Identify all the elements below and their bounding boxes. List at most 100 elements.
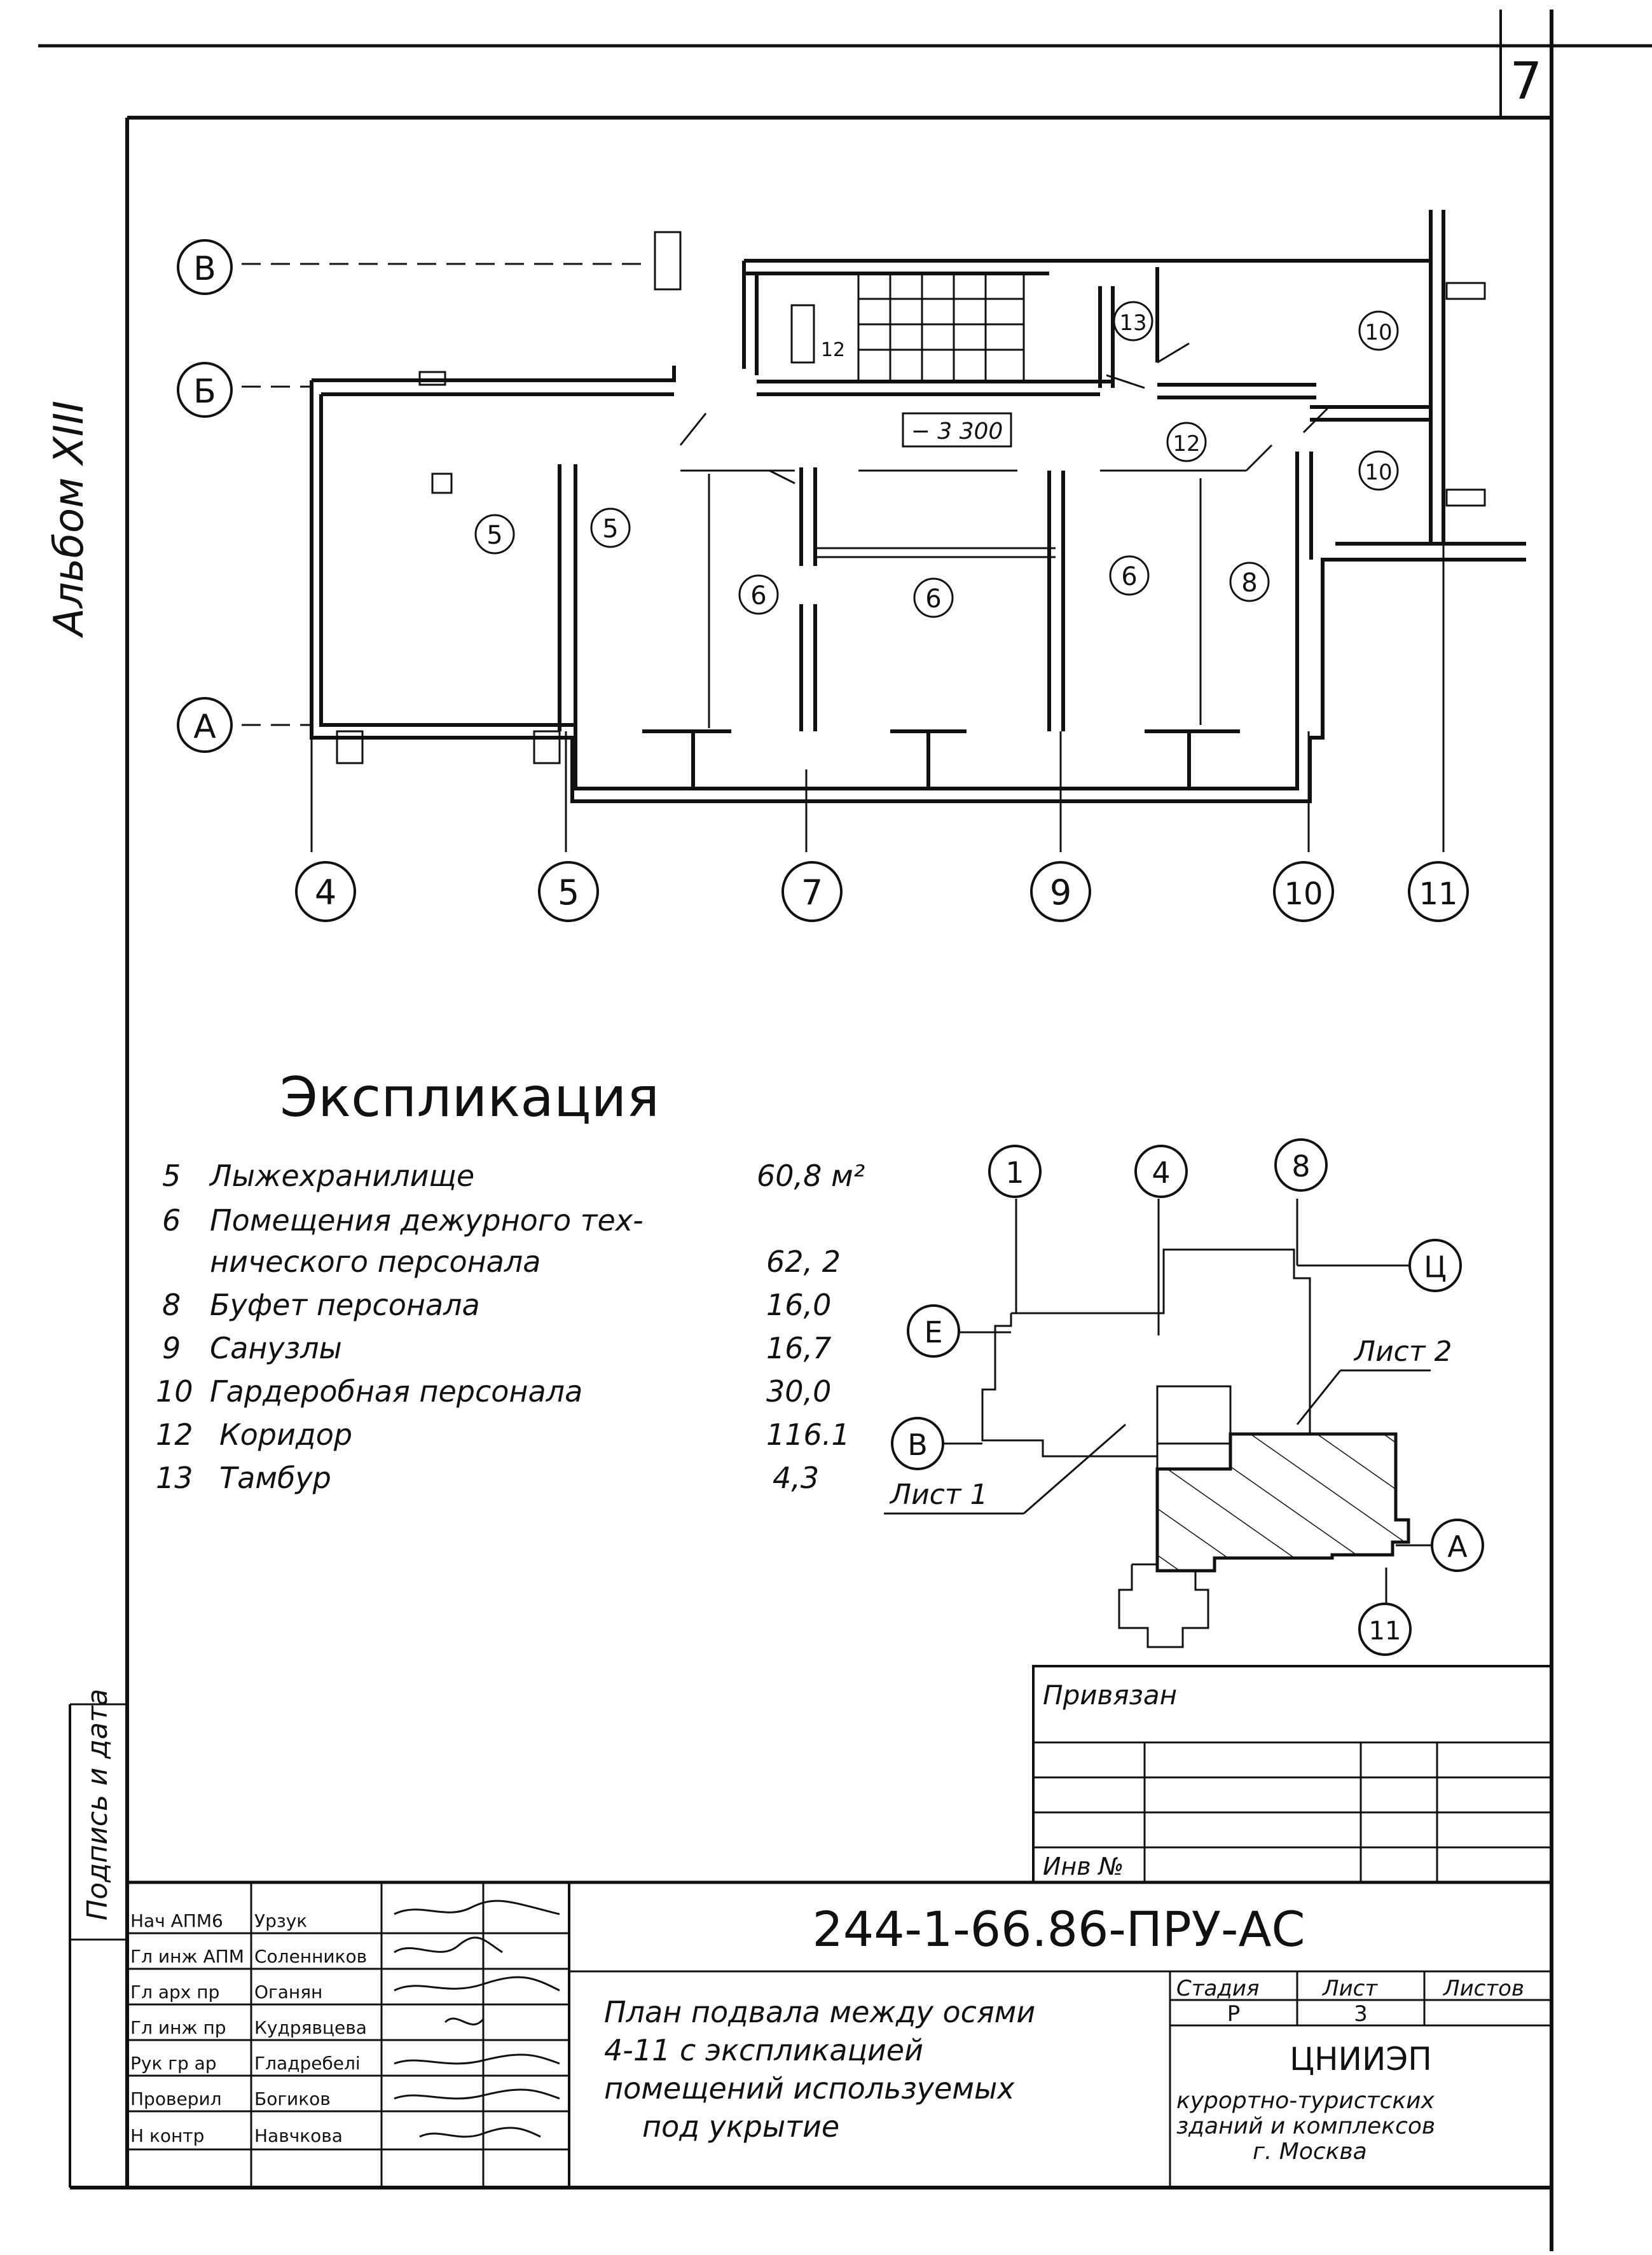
room-tag: 10 <box>1365 460 1392 485</box>
room-tag: 13 <box>1119 310 1146 336</box>
key-plan: 1 4 8 Ц Е В А 11 Лист 2 Лист 1 <box>884 1138 1484 1656</box>
svg-text:Н контр: Н контр <box>130 2125 204 2146</box>
svg-text:60,8 м²: 60,8 м² <box>757 1159 865 1193</box>
stair <box>790 272 1025 383</box>
svg-text:Гл инж АПМ: Гл инж АПМ <box>130 1946 244 1967</box>
svg-text:Урзук: Урзук <box>254 1910 307 1931</box>
explication-row: нического персонала 62, 2 <box>210 1245 841 1279</box>
axis-label-v: В <box>193 250 216 288</box>
svg-text:Тамбур: Тамбур <box>219 1461 331 1495</box>
svg-text:Нач АПМ6: Нач АПМ6 <box>130 1910 223 1931</box>
key-axis-label: А <box>1447 1529 1468 1564</box>
svg-text:5: 5 <box>162 1159 181 1193</box>
svg-text:Гардеробная персонала: Гардеробная персонала <box>210 1374 582 1409</box>
explication-row: 12 Коридор 116.1 <box>156 1417 850 1452</box>
axis-label-a: А <box>193 708 216 746</box>
svg-text:9: 9 <box>162 1331 181 1365</box>
sheet-header: Лист <box>1321 1976 1378 2001</box>
staff-row: Н контр Навчкова <box>130 2125 343 2146</box>
org-line: курортно-туристских <box>1176 2088 1435 2114</box>
svg-text:Рук гр ар: Рук гр ар <box>130 2053 217 2074</box>
room-tag: 5 <box>486 521 502 550</box>
svg-text:8: 8 <box>162 1288 181 1322</box>
explication-row: 13 Тамбур 4,3 <box>156 1461 819 1495</box>
axis-label-5: 5 <box>558 872 579 913</box>
signature-strip-label: Подпись и дата <box>81 1689 114 1921</box>
staff-row: Гл инж АПМ Соленников <box>130 1946 367 1967</box>
room-tag: 12 <box>821 339 845 361</box>
room-tag: 5 <box>602 514 618 544</box>
drawing-title-line: План подвала между осями <box>604 1995 1035 2029</box>
staff-row: Гл инж пр Кудрявцева <box>130 2017 367 2038</box>
floor-plan <box>242 210 1526 852</box>
svg-text:Лыжехранилище: Лыжехранилище <box>209 1159 474 1193</box>
key-axis-label: 11 <box>1369 1617 1401 1646</box>
key-axis-label: 1 <box>1005 1155 1024 1190</box>
title-block: Нач АПМ6 Урзук Гл инж АПМ Соленников Гл … <box>127 1880 1552 2188</box>
axis-label-b: Б <box>193 373 216 411</box>
org-line: г. Москва <box>1253 2139 1367 2165</box>
album-label: Альбом XIII <box>46 401 93 638</box>
sheets-header: Листов <box>1442 1976 1524 2001</box>
elevation-mark: − 3 300 <box>911 418 1003 445</box>
svg-text:116.1: 116.1 <box>766 1417 850 1452</box>
key-sheet-label-2: Лист 2 <box>1353 1335 1452 1368</box>
explication-row: 8 Буфет персонала 16,0 <box>162 1288 831 1322</box>
staff-row: Нач АПМ6 Урзук <box>130 1910 307 1931</box>
signature-scribbles <box>394 1900 560 2138</box>
svg-text:6: 6 <box>162 1203 181 1238</box>
binding-title: Привязан <box>1043 1679 1177 1711</box>
stage-header: Стадия <box>1176 1976 1259 2001</box>
drawing-title-line: помещений используемых <box>604 2071 1015 2106</box>
svg-text:Помещения дежурного тех-: Помещения дежурного тех- <box>210 1203 644 1238</box>
svg-text:Гл инж пр: Гл инж пр <box>130 2017 226 2038</box>
staff-row: Гл арх пр Оганян <box>130 1982 322 2003</box>
inventory-label: Инв № <box>1043 1852 1124 1880</box>
binding-block: Привязан Инв № <box>1032 1665 1553 1884</box>
svg-text:Оганян: Оганян <box>254 1982 322 2003</box>
room-tag: 6 <box>1121 562 1137 591</box>
drawing-title-line: под укрытие <box>642 2109 839 2144</box>
explication: Экспликация 5 Лыжехранилище 60,8 м² 6 По… <box>156 1066 865 1495</box>
axis-label-10: 10 <box>1284 876 1323 912</box>
key-axis-label: Ц <box>1424 1250 1447 1284</box>
svg-text:Гл арх пр: Гл арх пр <box>130 1982 219 2003</box>
svg-text:Буфет персонала: Буфет персонала <box>210 1288 480 1322</box>
svg-text:Соленников: Соленников <box>254 1946 367 1967</box>
svg-text:30,0: 30,0 <box>766 1374 831 1409</box>
svg-text:Навчкова: Навчкова <box>254 2125 343 2146</box>
explication-row: 10 Гардеробная персонала 30,0 <box>156 1374 831 1409</box>
svg-text:10: 10 <box>156 1374 193 1409</box>
drawing-title-line: 4-11 с экспликацией <box>604 2033 923 2067</box>
explication-row: 5 Лыжехранилище 60,8 м² <box>162 1159 865 1193</box>
svg-text:нического персонала: нического персонала <box>210 1245 540 1279</box>
key-sheet-label-1: Лист 1 <box>889 1479 988 1511</box>
staff-row: Проверил Богиков <box>130 2088 331 2109</box>
elevation-box <box>902 412 1012 448</box>
room-tag: 6 <box>925 584 941 614</box>
room-tag: 6 <box>750 581 766 610</box>
explication-row: 6 Помещения дежурного тех- <box>162 1203 644 1238</box>
room-tags: 5 5 6 6 6 8 10 10 12 13 12 <box>474 301 1399 618</box>
axis-label-9: 9 <box>1050 872 1071 913</box>
sheet-number: 7 <box>1510 52 1543 111</box>
svg-text:Санузлы: Санузлы <box>210 1331 342 1365</box>
svg-text:12: 12 <box>156 1417 193 1452</box>
svg-text:Кудрявцева: Кудрявцева <box>254 2017 367 2038</box>
axis-label-7: 7 <box>801 872 823 913</box>
svg-text:Проверил: Проверил <box>130 2088 222 2109</box>
sheet-value: 3 <box>1354 2001 1368 2027</box>
drawing-code: 244-1-66.86-ПРУ-АС <box>812 1901 1305 1957</box>
svg-text:Коридор: Коридор <box>219 1417 352 1452</box>
svg-text:4,3: 4,3 <box>773 1461 819 1495</box>
axis-label-4: 4 <box>315 872 336 913</box>
svg-text:62, 2: 62, 2 <box>766 1245 841 1279</box>
org-line: зданий и комплексов <box>1176 2113 1435 2139</box>
org-name: ЦНИИЭП <box>1290 2041 1432 2078</box>
svg-text:16,7: 16,7 <box>766 1331 831 1365</box>
stage-value: Р <box>1227 2001 1241 2027</box>
axis-label-11: 11 <box>1419 876 1457 912</box>
svg-text:13: 13 <box>156 1461 193 1495</box>
key-axis-label: В <box>907 1428 928 1462</box>
